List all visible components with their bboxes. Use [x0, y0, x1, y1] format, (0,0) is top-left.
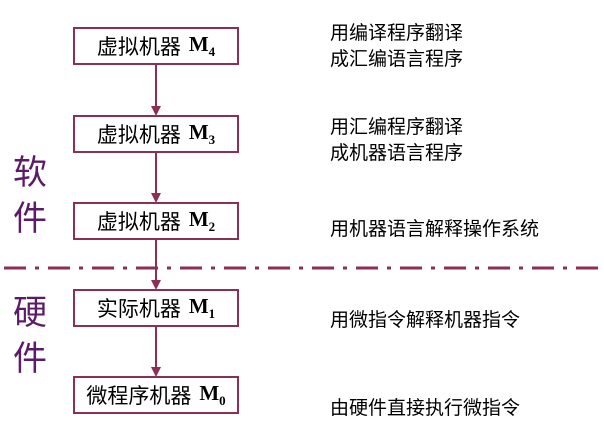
desc-line: 成机器语言程序	[330, 142, 464, 164]
level-symbol: M1	[188, 294, 216, 321]
desc-line: 成汇编语言程序	[330, 48, 464, 70]
level-box-m4: 虚拟机器 M4	[73, 27, 239, 65]
hardware-char-1: 硬	[13, 293, 47, 333]
level-symbol: M3	[188, 120, 216, 147]
level-desc-m0: 由硬件直接执行微指令	[330, 395, 520, 421]
software-char-2: 件	[13, 199, 47, 239]
level-box-m0: 微程序机器 M0	[73, 376, 239, 414]
level-name: 微程序机器	[86, 384, 192, 408]
level-symbol: M4	[188, 32, 216, 59]
level-name: 虚拟机器	[96, 123, 181, 147]
desc-line: 用机器语言解释操作系统	[330, 218, 540, 240]
desc-line: 用微指令解释机器指令	[330, 309, 521, 331]
desc-line: 由硬件直接执行微指令	[330, 397, 521, 419]
hardware-label: 硬 件	[8, 290, 52, 382]
hardware-char-2: 件	[13, 339, 47, 379]
level-symbol: M0	[199, 381, 226, 408]
level-box-m3: 虚拟机器 M3	[73, 115, 239, 153]
software-label: 软 件	[8, 150, 52, 242]
level-box-m1: 实际机器 M1	[73, 289, 239, 327]
level-symbol: M2	[188, 207, 216, 234]
level-box-m2: 虚拟机器 M2	[73, 202, 239, 240]
level-desc-m2: 用机器语言解释操作系统	[330, 216, 539, 242]
level-name: 虚拟机器	[96, 35, 181, 59]
desc-line: 用编译程序翻译	[330, 22, 464, 44]
level-desc-m4: 用编译程序翻译 成汇编语言程序	[330, 20, 463, 72]
level-name: 实际机器	[96, 297, 181, 321]
level-desc-m1: 用微指令解释机器指令	[330, 307, 520, 333]
desc-line: 用汇编程序翻译	[330, 116, 464, 138]
level-desc-m3: 用汇编程序翻译 成机器语言程序	[330, 114, 463, 166]
level-name: 虚拟机器	[96, 210, 181, 234]
software-char-1: 软	[13, 153, 47, 193]
